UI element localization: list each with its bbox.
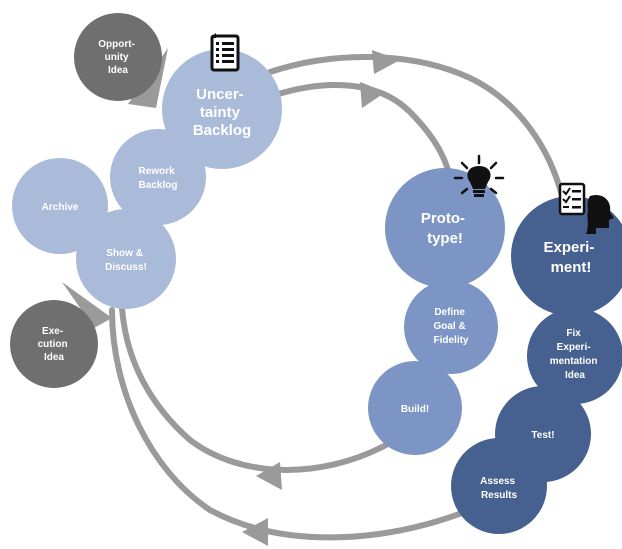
outer-loop-bottom-arrow <box>109 307 473 541</box>
execution-idea-line-2: cution <box>38 339 68 350</box>
define-goal-line-2: Goal & <box>433 321 465 332</box>
svg-text:Assess Results: Assess Results <box>480 476 518 501</box>
flow-arrows <box>109 53 565 541</box>
prototype-line-2: type! <box>427 230 463 247</box>
build-label: Build! <box>401 404 429 415</box>
uncertainty-backlog-line-3: Backlog <box>193 122 251 139</box>
rework-backlog-node: Rework Backlog <box>110 129 206 225</box>
build-node: Build! <box>368 361 462 455</box>
archive-node: Archive <box>12 158 108 254</box>
svg-text:Test!: Test! <box>531 430 554 441</box>
outer-bottom-arrowhead <box>242 518 268 546</box>
svg-text:Experi- ment!: Experi- ment! <box>543 239 598 276</box>
uncertainty-backlog-line-2: tainty <box>200 104 241 121</box>
fix-experimentation-line-4: Idea <box>565 370 585 381</box>
svg-text:Fix Experi- mentat: Fix Experi- mentation Idea <box>550 328 601 381</box>
show-discuss-line-2: Discuss! <box>105 262 147 273</box>
lightbulb-icon <box>453 154 505 197</box>
document-list-icon <box>210 33 240 72</box>
define-goal-line-3: Fidelity <box>433 335 468 346</box>
experiment-line-1: Experi- <box>543 239 594 256</box>
test-label: Test! <box>531 430 554 441</box>
opportunity-idea-line-2: unity <box>105 52 129 63</box>
svg-text:Build!: Build! <box>401 404 429 415</box>
assess-results-line-1: Assess <box>480 476 515 487</box>
svg-text:Show & Discuss!: Show & Discuss! <box>105 248 147 273</box>
outer-top-arrowhead <box>372 50 400 74</box>
inner-loop-bottom-arrow <box>119 305 389 473</box>
fix-experimentation-node: Fix Experi- mentation Idea <box>527 308 622 404</box>
inner-bottom-arrowhead <box>256 462 282 490</box>
uncertainty-backlog-node: Uncer- tainty Backlog <box>162 49 282 169</box>
execution-pointer <box>62 282 112 328</box>
uncertainty-backlog-line-1: Uncer- <box>196 86 244 103</box>
svg-text:Exe- cution Idea: Exe- cution Idea <box>38 326 71 363</box>
show-discuss-node: Show & Discuss! <box>76 209 176 309</box>
svg-text:Archive: Archive <box>42 202 79 213</box>
svg-text:Rework Backlog: Rework Backlog <box>139 166 178 191</box>
svg-text:Define Goal & Fide: Define Goal & Fidelity <box>433 307 468 346</box>
opportunity-idea-line-1: Opport- <box>98 39 135 50</box>
archive-label: Archive <box>42 202 79 213</box>
svg-text:Opport- unity Idea: Opport- unity Idea <box>98 39 137 76</box>
fix-experimentation-line-3: mentation <box>550 356 598 367</box>
inner-top-arrowhead <box>360 82 386 108</box>
define-goal-line-1: Define <box>434 307 465 318</box>
execution-idea-node: Exe- cution Idea <box>10 300 98 388</box>
outer-loop-top-arrow <box>267 53 565 199</box>
prototype-node: Proto- type! <box>385 168 505 288</box>
head-checklist-icon <box>558 182 614 234</box>
rework-backlog-line-1: Rework <box>139 166 176 177</box>
define-goal-node: Define Goal & Fidelity <box>404 280 498 374</box>
show-discuss-line-1: Show & <box>106 248 143 259</box>
opportunity-idea-line-3: Idea <box>108 65 128 76</box>
opportunity-idea-node: Opport- unity Idea <box>74 13 162 101</box>
execution-idea-line-3: Idea <box>44 352 64 363</box>
rework-backlog-line-2: Backlog <box>139 180 178 191</box>
fix-experimentation-line-2: Experi- <box>557 342 591 353</box>
svg-text:Proto- type!: Proto- type! <box>421 210 469 247</box>
assess-results-line-2: Results <box>481 490 518 501</box>
inner-loop-top-arrow <box>272 81 451 173</box>
execution-idea-line-1: Exe- <box>42 326 63 337</box>
experiment-line-2: ment! <box>551 259 592 276</box>
prototype-line-1: Proto- <box>421 210 465 227</box>
test-node: Test! <box>495 386 591 482</box>
svg-text:Uncer- tainty Back: Uncer- tainty Backlog <box>193 86 251 139</box>
fix-experimentation-line-1: Fix <box>566 328 581 339</box>
